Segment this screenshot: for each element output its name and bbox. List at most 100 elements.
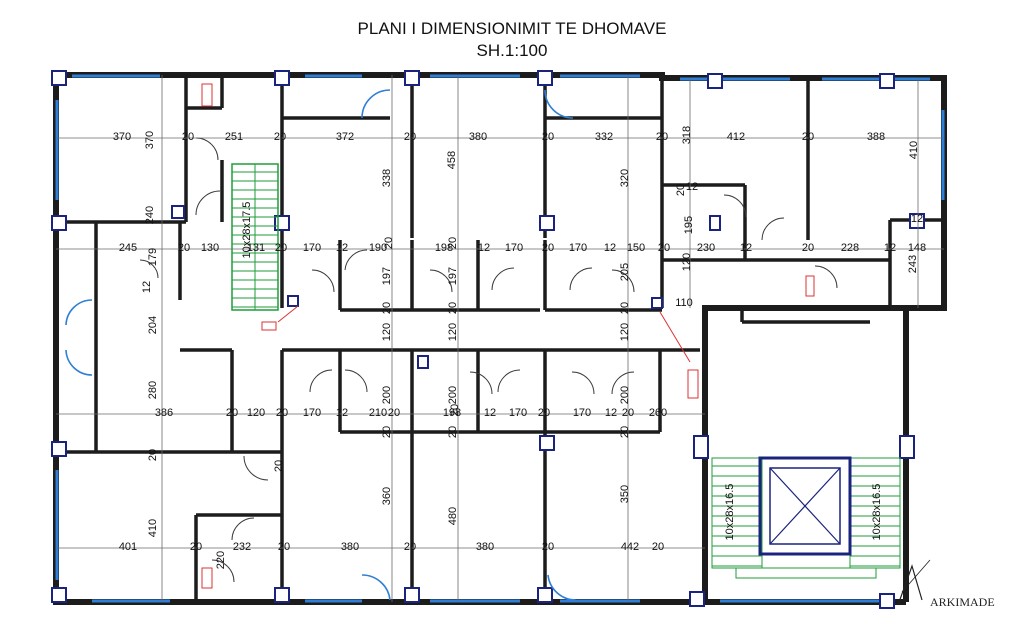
stair-core — [711, 456, 901, 579]
dimension-label: 243 — [907, 255, 919, 273]
dimension-label: 148 — [908, 242, 926, 254]
dimension-label: 20 — [274, 131, 286, 143]
dimension-label: 442 — [621, 541, 639, 553]
dimension-label: 12 — [604, 242, 616, 254]
dimension-label: 12 — [686, 181, 698, 193]
dimension-label: 20 — [652, 541, 664, 553]
dimension-label: 12 — [911, 213, 923, 225]
dimension-label: 20 — [383, 237, 395, 249]
dimension-label: 20 — [619, 426, 631, 438]
dimension-label: 120 — [681, 253, 693, 271]
dimension-label: 110 — [675, 297, 693, 309]
dimension-label: 131 — [247, 242, 265, 254]
dimension-label: 20 — [447, 302, 459, 314]
dimension-label: 20 — [542, 242, 554, 254]
dimension-label: 360 — [381, 487, 393, 505]
dimension-label: 20 — [178, 242, 190, 254]
dimension-label: 20 — [404, 131, 416, 143]
dimension-label: 198 — [443, 407, 461, 419]
dimension-label: 20 — [622, 407, 634, 419]
drawing-title: PLANI I DIMENSIONIMIT TE DHOMAVE SH.1:10… — [0, 18, 1024, 62]
dimension-label: 200 — [619, 386, 631, 404]
dimension-label: 480 — [447, 507, 459, 525]
dimension-label: 12 — [605, 407, 617, 419]
dimension-label: 251 — [225, 131, 243, 143]
dimension-label: 20 — [273, 460, 285, 472]
dimension-label: 197 — [447, 267, 459, 285]
dimension-label: 338 — [381, 169, 393, 187]
dimension-label: 20 — [447, 426, 459, 438]
drawing-title-line1: PLANI I DIMENSIONIMIT TE DHOMAVE — [357, 19, 667, 38]
main-stair — [231, 163, 279, 311]
doors — [65, 89, 838, 601]
dimension-label: 170 — [303, 407, 321, 419]
dimension-label: 380 — [469, 131, 487, 143]
dimension-label: 380 — [341, 541, 359, 553]
dimension-label: 190 — [369, 242, 387, 254]
dimension-label: 20 — [226, 407, 238, 419]
dimension-label: 370 — [144, 131, 156, 149]
dimension-label: 12 — [484, 407, 496, 419]
interior-walls — [56, 75, 944, 602]
dimension-label: 170 — [505, 242, 523, 254]
dimension-label: 120 — [619, 323, 631, 341]
dimension-label: 20 — [675, 184, 687, 196]
dimension-label: 197 — [381, 267, 393, 285]
dimension-label: 20 — [656, 131, 668, 143]
dimension-label: 170 — [509, 407, 527, 419]
dimension-label: 12 — [478, 242, 490, 254]
dimension-label: 170 — [569, 242, 587, 254]
dimension-label: 12 — [141, 281, 153, 293]
lower-stair-right-label: 10x28x16.5 — [871, 484, 883, 541]
dimension-label: 12 — [884, 242, 896, 254]
dimension-label: 210 — [369, 407, 387, 419]
dimension-label: 204 — [147, 316, 159, 334]
dimension-label: 245 — [119, 242, 137, 254]
dimension-label: 372 — [336, 131, 354, 143]
dimension-label: 332 — [595, 131, 613, 143]
dimension-label: 280 — [147, 381, 159, 399]
dimension-label: 20 — [276, 407, 288, 419]
dimension-label: 130 — [201, 242, 219, 254]
dimension-label: 120 — [447, 323, 459, 341]
dimension-label: 20 — [658, 242, 670, 254]
dimension-label: 20 — [275, 242, 287, 254]
dimension-label: 120 — [247, 407, 265, 419]
drawing-scale: SH.1:100 — [476, 41, 548, 60]
dimension-label: 20 — [147, 449, 159, 461]
dimension-label: 412 — [727, 131, 745, 143]
dimension-label: 370 — [113, 131, 131, 143]
dimension-label: 388 — [867, 131, 885, 143]
dimension-label: 150 — [627, 242, 645, 254]
dimension-label: 20 — [447, 237, 459, 249]
dimension-label: 458 — [446, 151, 458, 169]
dimension-label: 410 — [908, 141, 920, 159]
fixtures — [201, 83, 815, 589]
dimension-label: 198 — [435, 242, 453, 254]
dimension-label: 386 — [155, 407, 173, 419]
dimension-label: 12 — [336, 407, 348, 419]
dimension-label: 170 — [573, 407, 591, 419]
dimension-label: 20 — [182, 131, 194, 143]
dimension-label: 12 — [740, 242, 752, 254]
logo-text: ARKIMADE — [930, 595, 995, 609]
dimension-label: 20 — [278, 541, 290, 553]
dimension-label: 232 — [233, 541, 251, 553]
dimension-label: 20 — [542, 541, 554, 553]
dimension-label: 20 — [381, 426, 393, 438]
dimension-label: 228 — [841, 242, 859, 254]
dimension-lines — [56, 75, 944, 602]
dimension-label: 318 — [681, 126, 693, 144]
dimension-label: 350 — [619, 485, 631, 503]
dimension-label: 12 — [336, 242, 348, 254]
main-stair-label: 10x28x17.5 — [241, 202, 253, 259]
dimension-label: 20 — [449, 404, 461, 416]
dimension-label: 20 — [190, 541, 202, 553]
lower-stair-left-label: 10x28x16.5 — [724, 484, 736, 541]
columns — [51, 70, 925, 609]
dimension-label: 260 — [649, 407, 667, 419]
dimension-label: 200 — [381, 386, 393, 404]
dimension-label: 20 — [802, 242, 814, 254]
